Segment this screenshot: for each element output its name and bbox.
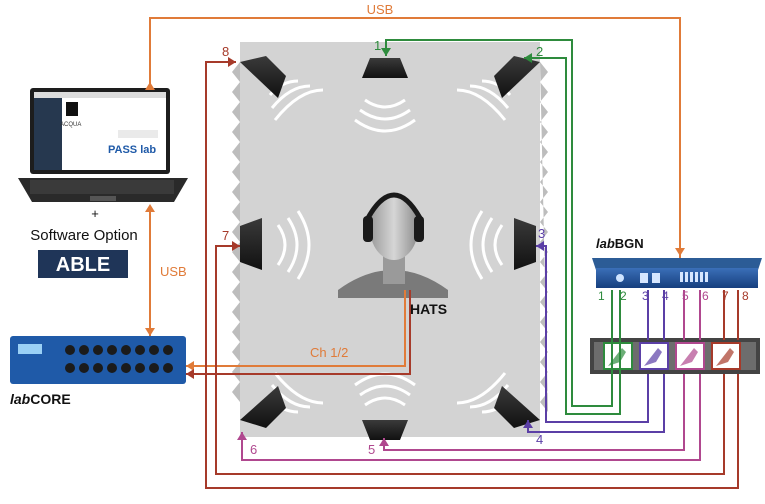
speaker-6 [240,386,286,428]
bgn-ch-4: 4 [662,289,669,303]
speaker-1-number: 1 [374,38,381,53]
labcore-device [10,336,186,384]
wire-ch7 [215,245,725,475]
speaker-8 [240,56,286,98]
speaker-5 [362,420,408,440]
usb-top-wire [149,17,681,258]
speaker-2-number: 2 [536,44,543,59]
acqua-logo-text: ACQUA [60,122,81,128]
speaker-4-number: 4 [536,432,543,447]
usb-left-label: USB [160,264,187,279]
speaker-2 [494,56,540,98]
speaker-5-number: 5 [368,442,375,457]
ch12-wire-b [186,290,411,375]
able-badge-text: ABLE [56,254,110,276]
bgn-ch-7: 7 [722,289,729,303]
hats-label: HATS [410,301,447,317]
wire-ch1 [385,39,613,407]
hats-head-and-torso [338,192,448,298]
bgn-ch-6: 6 [702,289,709,303]
wire-ch8 [205,61,739,489]
ch12-label: Ch 1/2 [310,345,348,360]
software-option-plus: + [91,206,99,221]
bgn-ch-5: 5 [682,289,689,303]
acqua-logo: ACQUA [60,103,81,128]
pass-lab-label: PASS lab [108,144,156,156]
speaker-3-number: 3 [538,226,545,241]
bgn-ch-1: 1 [598,289,605,303]
speaker-4 [494,386,540,428]
bgn-ch-8: 8 [742,289,749,303]
labbgn-label: labBGN [596,236,644,251]
speaker-8-number: 8 [222,44,229,59]
bgn-channel-labels: 1 2 3 4 5 6 7 8 [598,289,749,303]
bgn-ch-3: 3 [642,289,649,303]
speaker-7-number: 7 [222,228,229,243]
able-badge: ABLE [38,250,128,278]
ch12-wire-a [186,290,406,367]
speaker-1 [362,58,408,78]
speaker-6-number: 6 [250,442,257,457]
amplifier-strip [590,338,760,374]
bgn-ch-2: 2 [620,289,627,303]
labcore-label: labCORE [10,391,71,407]
test-room [232,42,548,437]
software-option-label: Software Option [30,227,138,244]
wire-ch6 [241,290,701,461]
usb-top-label: USB [367,2,394,17]
wire-ch2 [524,57,621,415]
arrowheads [145,48,685,446]
laptop [18,88,188,202]
speaker-7 [240,218,262,270]
speaker-3 [514,218,536,270]
labbgn-device [592,258,762,288]
